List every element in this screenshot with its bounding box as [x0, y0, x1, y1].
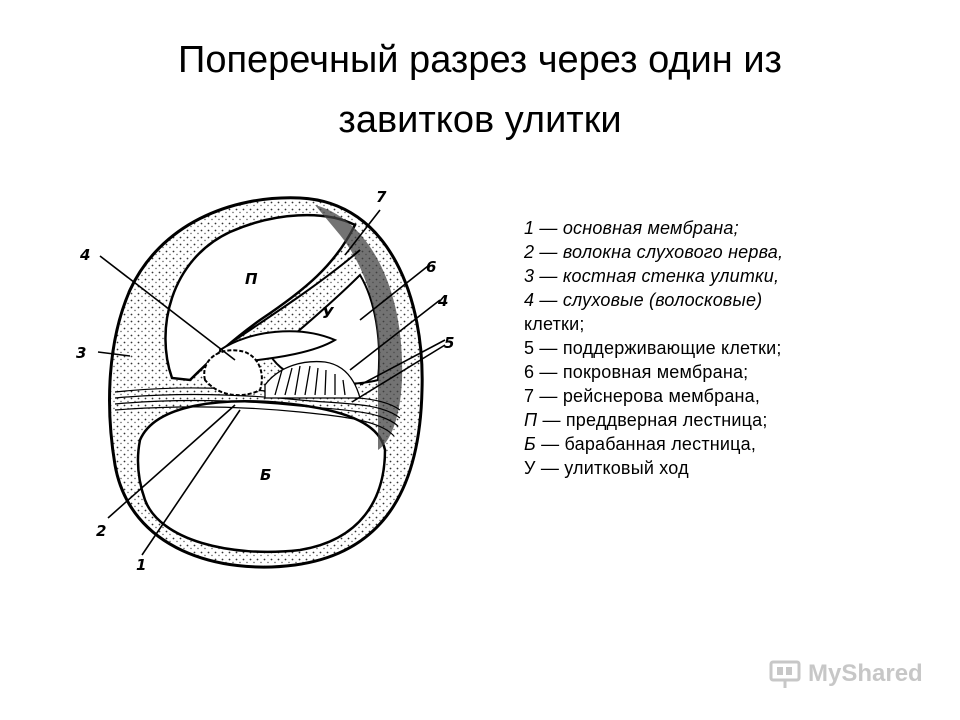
- legend-item: 2 — волокна слухового нерва,: [524, 240, 944, 264]
- diagram-label-1: 1: [136, 556, 146, 574]
- diagram-label-3: 3: [76, 344, 86, 362]
- legend-key: У: [524, 458, 536, 478]
- scala-vestibuli: [164, 213, 357, 382]
- leader-lines: [97, 209, 446, 556]
- legend-item: 6 — покровная мембрана;: [524, 360, 944, 384]
- legend: 1 — основная мембрана; 2 — волокна слухо…: [524, 216, 944, 480]
- legend-key: 7: [524, 386, 535, 406]
- legend-item: 4 — слуховые (волосковые): [524, 288, 944, 312]
- spiral-limbus: [203, 349, 263, 397]
- legend-text: — улитковый ход: [535, 458, 689, 478]
- diagram-label-2: 2: [96, 522, 106, 540]
- legend-text: — поддерживающие клетки;: [534, 338, 782, 358]
- legend-key: П: [524, 410, 538, 430]
- legend-item: 5 — поддерживающие клетки;: [524, 336, 944, 360]
- diagram-label-U: У: [322, 304, 335, 322]
- diagram-label-6: 6: [426, 258, 436, 276]
- diagram-label-4-left: 4: [79, 246, 90, 264]
- cochlea-cross-section-diagram: 4 3 7 6 4 5 2 1 П У Б: [76, 188, 454, 574]
- legend-item: клетки;: [524, 312, 944, 336]
- legend-item: 7 — рейснерова мембрана,: [524, 384, 944, 408]
- legend-item: П — преддверная лестница;: [524, 408, 944, 432]
- legend-key: Б: [524, 434, 536, 454]
- title-line-2: завитков улитки: [338, 99, 622, 141]
- legend-key: 3: [524, 266, 535, 286]
- reissner-membrane: [234, 249, 361, 341]
- diagram-label-5: 5: [444, 334, 454, 352]
- legend-key: 6: [524, 362, 535, 382]
- projector-screen-icon: [769, 660, 801, 688]
- legend-text: — слуховые (волосковые): [534, 290, 763, 310]
- legend-text: — рейснерова мембрана,: [534, 386, 761, 406]
- watermark-text: MyShared: [808, 660, 923, 687]
- legend-key: 5: [524, 338, 535, 358]
- legend-item: 1 — основная мембрана;: [524, 216, 944, 240]
- legend-text: — основная мембрана;: [534, 218, 739, 238]
- legend-text: — покровная мембрана;: [534, 362, 749, 382]
- legend-key: 1: [524, 218, 535, 238]
- legend-key: 4: [524, 290, 535, 310]
- legend-text: — барабанная лестница,: [535, 434, 757, 454]
- legend-item: У — улитковый ход: [524, 456, 944, 480]
- title-line-1: Поперечный разрез через один из: [178, 39, 782, 81]
- diagram-label-4-right: 4: [437, 292, 448, 310]
- diagram-label-7: 7: [376, 188, 387, 206]
- spiral-ligament: [315, 205, 403, 450]
- legend-item: Б — барабанная лестница,: [524, 432, 944, 456]
- diagram-label-P: П: [245, 270, 258, 288]
- slide-title: Поперечный разрез через один из завитков…: [0, 30, 960, 150]
- legend-text: клетки;: [524, 314, 585, 334]
- legend-item: 3 — костная стенка улитки,: [524, 264, 944, 288]
- legend-text: — костная стенка улитки,: [534, 266, 780, 286]
- legend-text: — преддверная лестница;: [537, 410, 768, 430]
- legend-text: — волокна слухового нерва,: [534, 242, 784, 262]
- watermark: MyShared: [768, 656, 938, 692]
- diagram-label-B: Б: [260, 466, 271, 484]
- organ-of-corti: [264, 360, 361, 399]
- legend-key: 2: [524, 242, 535, 262]
